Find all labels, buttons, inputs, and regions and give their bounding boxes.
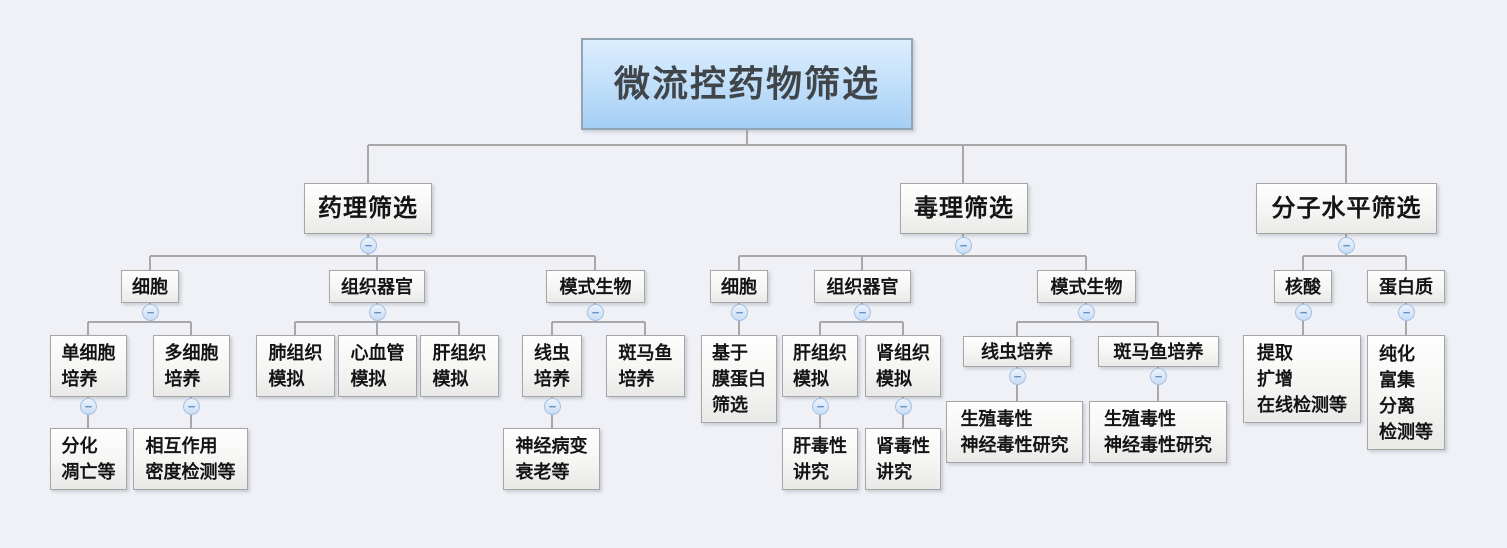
connector-level1	[149, 234, 1407, 270]
collapse-icon-kidney-tox[interactable]: −	[895, 398, 912, 415]
collapse-icon-tox-tissue[interactable]: −	[854, 304, 871, 321]
node-toxicological-screening[interactable]: 毒理筛选	[900, 183, 1028, 234]
collapse-icon-pharm-cell[interactable]: −	[142, 304, 159, 321]
collapse-icon-pharm[interactable]: −	[360, 237, 377, 254]
collapse-icon-tox-cell[interactable]: −	[731, 304, 748, 321]
node-pharm-tissue-organ[interactable]: 组织器官	[329, 270, 425, 303]
collapse-icon-liver-tox[interactable]: −	[812, 398, 829, 415]
collapse-icon-protein[interactable]: −	[1398, 304, 1415, 321]
collapse-icon-multi-cell[interactable]: −	[183, 398, 200, 415]
node-multi-cell-culture[interactable]: 多细胞 培养	[153, 335, 230, 397]
node-tox-tissue-organ[interactable]: 组织器官	[814, 270, 911, 303]
node-protein-detail[interactable]: 纯化 富集 分离 检测等	[1367, 335, 1445, 450]
node-neuropathy-aging[interactable]: 神经病变 衰老等	[503, 428, 600, 490]
collapse-icon-single-cell[interactable]: −	[80, 398, 97, 415]
node-pharm-cell[interactable]: 细胞	[121, 270, 179, 303]
node-nucleic-acid-detail[interactable]: 提取 扩增 在线检测等	[1243, 335, 1361, 423]
node-tox-cell[interactable]: 细胞	[710, 270, 768, 303]
node-tox-model-organism[interactable]: 模式生物	[1037, 270, 1136, 303]
collapse-icon-tox[interactable]: −	[955, 237, 972, 254]
collapse-icon-tox-model[interactable]: −	[1078, 304, 1095, 321]
node-root-label: 微流控药物筛选	[613, 63, 880, 104]
node-repro-neuro-toxicity-zebrafish[interactable]: 生殖毒性 神经毒性研究	[1089, 401, 1227, 463]
node-interaction-density[interactable]: 相互作用 密度检测等	[133, 428, 248, 490]
collapse-icon-pharm-model[interactable]: −	[587, 304, 604, 321]
node-root[interactable]: 微流控药物筛选	[581, 38, 913, 130]
node-single-cell-culture[interactable]: 单细胞 培养	[50, 335, 127, 397]
node-kidney-tissue-sim-tox[interactable]: 肾组织 模拟	[865, 335, 941, 397]
node-membrane-protein-screening[interactable]: 基于 膜蛋白 筛选	[701, 335, 777, 423]
node-nematode-culture-tox[interactable]: 线虫培养	[963, 336, 1071, 367]
node-nucleic-acid[interactable]: 核酸	[1274, 270, 1332, 303]
collapse-icon-mol[interactable]: −	[1338, 237, 1355, 254]
node-nematode-culture-pharm[interactable]: 线虫 培养	[522, 335, 582, 397]
connector-root	[367, 130, 1347, 183]
node-zebrafish-culture-pharm[interactable]: 斑马鱼 培养	[606, 335, 685, 397]
node-molecular-level-screening[interactable]: 分子水平筛选	[1256, 183, 1437, 234]
collapse-icon-nucleic[interactable]: −	[1295, 304, 1312, 321]
collapse-icon-nematode-tox[interactable]: −	[1009, 368, 1026, 385]
node-protein[interactable]: 蛋白质	[1367, 270, 1445, 303]
collapse-icon-pharm-tissue[interactable]: −	[369, 304, 386, 321]
node-liver-tissue-sim-tox[interactable]: 肝组织 模拟	[782, 335, 858, 397]
node-cardiovascular-sim[interactable]: 心血管 模拟	[338, 335, 417, 397]
node-repro-neuro-toxicity-nematode[interactable]: 生殖毒性 神经毒性研究	[946, 401, 1083, 463]
node-pharm-model-organism[interactable]: 模式生物	[546, 270, 645, 303]
node-kidney-toxicity-study[interactable]: 肾毒性 讲究	[865, 428, 941, 490]
collapse-icon-zebrafish-tox[interactable]: −	[1150, 368, 1167, 385]
node-liver-toxicity-study[interactable]: 肝毒性 讲究	[782, 428, 858, 490]
node-liver-tissue-sim-pharm[interactable]: 肝组织 模拟	[420, 335, 499, 397]
node-lung-tissue-sim[interactable]: 肺组织 模拟	[256, 335, 335, 397]
node-zebrafish-culture-tox[interactable]: 斑马鱼培养	[1098, 336, 1219, 367]
node-differentiation-apoptosis[interactable]: 分化 凋亡等	[50, 428, 127, 490]
collapse-icon-nematode-pharm[interactable]: −	[544, 398, 561, 415]
node-pharmacological-screening[interactable]: 药理筛选	[304, 183, 432, 234]
